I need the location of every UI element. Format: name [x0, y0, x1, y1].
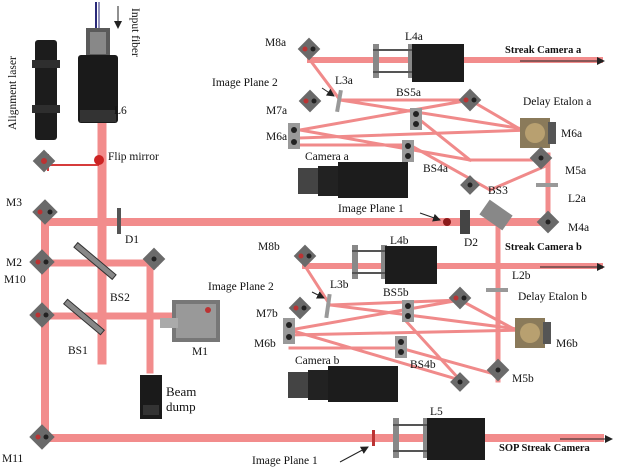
label-m6a-left: M6a — [266, 131, 288, 143]
mirror-m11-icon — [29, 424, 55, 450]
label-m2: M2 — [6, 257, 22, 269]
label-m7a: M7a — [266, 105, 288, 117]
mirror-upper-right-b-icon — [448, 286, 472, 310]
label-beam-dump: Beam dump — [166, 384, 197, 414]
mirror-m-flip-icon — [32, 149, 56, 173]
label-delay-etalon-a: Delay Etalon a — [523, 96, 592, 108]
lens-l5-icon — [393, 418, 485, 460]
mirror-m6a-left-icon — [288, 123, 300, 149]
mirror-m5a-lower-icon — [460, 175, 480, 195]
label-streak-camera-b: Streak Camera b — [505, 242, 582, 253]
label-bs4b: BS4b — [410, 359, 436, 371]
mirror-m5b-icon — [486, 358, 510, 382]
mirror-bottom-b-icon — [450, 372, 470, 392]
label-m4a: M4a — [568, 222, 590, 234]
lens-l3a-icon — [335, 89, 343, 113]
label-d1: D1 — [125, 234, 140, 246]
alignment-laser-icon — [32, 40, 60, 140]
stage-m1-icon — [160, 300, 220, 342]
beamsplitter-bs4a-icon — [402, 140, 414, 162]
label-m3: M3 — [6, 197, 22, 209]
beamsplitter-bs4b-icon — [395, 336, 407, 358]
delay-etalon-a-icon — [520, 118, 556, 148]
label-l6: L6 — [114, 105, 127, 117]
flip-mirror-icon — [94, 155, 104, 165]
image-plane-1-marker — [443, 218, 451, 226]
label-bs5b: BS5b — [383, 287, 409, 299]
label-m1: M1 — [192, 346, 208, 358]
camera-b-icon — [288, 366, 398, 402]
input-fiber-icon — [86, 2, 110, 58]
label-l4b: L4b — [390, 235, 409, 247]
lens-l4a-icon — [373, 44, 464, 82]
label-image-plane-1: Image Plane 1 — [338, 203, 404, 215]
lens-l6-icon — [78, 55, 118, 123]
beam-dump-icon — [140, 375, 162, 419]
iris-d2-icon — [460, 210, 470, 234]
label-m8a: M8a — [265, 37, 287, 49]
beamsplitter-bs1-icon — [62, 298, 106, 336]
image-plane-1-bottom-marker — [372, 430, 375, 446]
mirror-m10-icon — [29, 302, 55, 328]
beamsplitter-bs5b-icon — [402, 300, 414, 322]
label-alignment-laser: Alignment laser — [7, 56, 19, 130]
beamsplitter-bs3-icon — [479, 199, 513, 231]
label-bs2: BS2 — [110, 292, 130, 304]
label-l2a: L2a — [568, 193, 586, 205]
mirror-m8a-icon — [297, 37, 321, 61]
label-m7b: M7b — [256, 308, 278, 320]
lens-l4b-icon — [352, 245, 437, 284]
delay-etalon-b-icon — [515, 318, 551, 348]
lens-l2a-icon — [536, 183, 558, 187]
mirror-m7b-icon — [288, 296, 312, 320]
label-bs4a: BS4a — [423, 163, 448, 175]
mirror-m6b-left-icon — [283, 318, 295, 344]
mirror-upper-right-a-icon — [458, 88, 482, 112]
label-l5: L5 — [430, 406, 443, 418]
label-bs1: BS1 — [68, 345, 88, 357]
label-input-fiber: Input fiber — [129, 8, 141, 57]
label-m11: M11 — [2, 453, 24, 465]
mirror-m4a-icon — [536, 210, 560, 234]
label-l2b: L2b — [512, 270, 531, 282]
label-flip-mirror: Flip mirror — [108, 151, 159, 163]
beamsplitter-bs5a-icon — [410, 108, 422, 130]
label-l3b: L3b — [330, 279, 349, 291]
label-m6a-right: M6a — [561, 128, 583, 140]
beamsplitter-bs2-icon — [73, 241, 117, 281]
label-m10: M10 — [4, 274, 26, 286]
iris-d1-icon — [117, 208, 121, 234]
label-image-plane-2b: Image Plane 2 — [208, 281, 274, 293]
label-l3a: L3a — [335, 75, 353, 87]
label-d2: D2 — [464, 237, 479, 249]
mirror-m7a-icon — [298, 89, 322, 113]
label-m5a: M5a — [565, 165, 587, 177]
label-bs3: BS3 — [488, 185, 508, 197]
label-sop-streak-camera: SOP Streak Camera — [499, 443, 590, 454]
label-delay-etalon-b: Delay Etalon b — [518, 291, 587, 303]
camera-a-icon — [298, 162, 408, 198]
label-image-plane-2a: Image Plane 2 — [212, 77, 278, 89]
lens-l2b-icon — [486, 288, 508, 292]
label-camera-b: Camera b — [295, 355, 340, 367]
label-l4a: L4a — [405, 31, 423, 43]
label-m8b: M8b — [258, 241, 280, 253]
mirror-bs2-adjacent-icon — [142, 247, 166, 271]
label-m6b-left: M6b — [254, 338, 276, 350]
label-m5b: M5b — [512, 373, 534, 385]
label-bs5a: BS5a — [396, 87, 421, 99]
mirror-m2-icon — [29, 249, 55, 275]
label-camera-a: Camera a — [305, 151, 349, 163]
label-streak-camera-a: Streak Camera a — [505, 45, 582, 56]
label-image-plane-1-bottom: Image Plane 1 — [252, 455, 318, 467]
lens-l3b-icon — [324, 293, 332, 319]
output-arrows — [114, 6, 613, 463]
label-m6b-right: M6b — [556, 338, 578, 350]
